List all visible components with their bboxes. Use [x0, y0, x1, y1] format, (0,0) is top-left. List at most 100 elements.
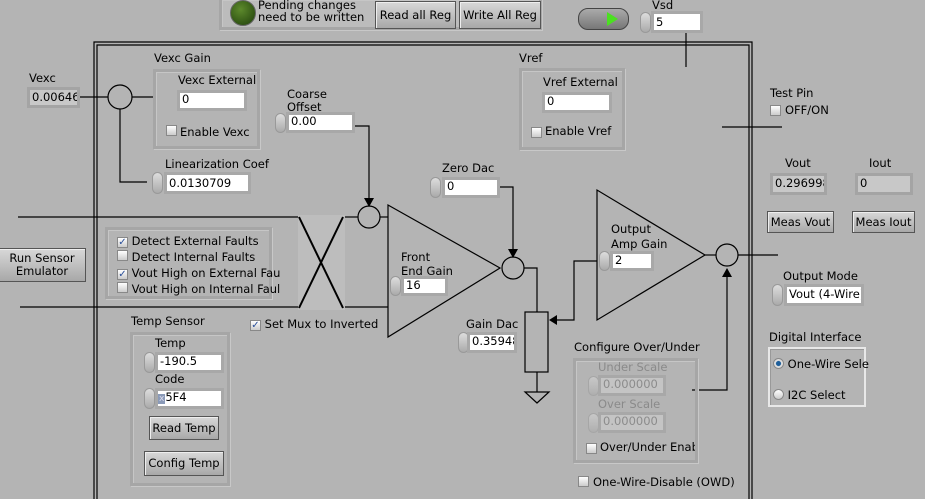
test-pin-checkbox[interactable] — [770, 105, 781, 116]
output-mode-select[interactable]: Vout (4-Wire) — [784, 284, 864, 306]
run-sensor-emulator-button[interactable]: Run Sensor Emulator — [0, 248, 86, 282]
temp-sensor-label: Temp Sensor — [131, 314, 205, 328]
vref-label: Vref — [519, 51, 543, 65]
vexc-label: Vexc — [29, 71, 56, 85]
fault-option-1[interactable]: Detect Internal Faults — [117, 250, 255, 264]
fault-option-2[interactable]: ✓ Vout High on External Fau — [117, 266, 280, 280]
radio-i2c[interactable]: I2C Select — [773, 388, 846, 402]
test-pin-label: Test Pin — [770, 86, 814, 100]
output-amp-gain-label-1: Output — [611, 222, 651, 236]
enable-vexc-checkbox[interactable] — [166, 125, 177, 136]
vref-external-input[interactable]: 0 — [542, 92, 612, 113]
temp-label: Temp — [155, 336, 186, 350]
fault-label: Vout High on Internal Faul — [131, 282, 281, 296]
vexc-gain-label: Vexc Gain — [154, 51, 211, 65]
write-all-reg-button[interactable]: Write All Reg — [459, 1, 541, 29]
zero-dac-spinner[interactable] — [430, 177, 441, 198]
fault-option-0[interactable]: ✓ Detect External Faults — [117, 234, 259, 248]
under-scale-label: Under Scale — [598, 360, 668, 374]
pending-text-line1: Pending changes — [258, 0, 356, 12]
vsd-label: Vsd — [652, 0, 674, 12]
over-under-enable-label: Over/Under Enabl — [600, 440, 695, 454]
pending-text-line2: need to be written — [258, 10, 365, 24]
enable-vexc-label: Enable Vexc — [180, 125, 250, 139]
vref-external-label: Vref External — [543, 75, 618, 89]
coarse-offset-label: Coarse Offset — [287, 88, 327, 113]
over-under-panel — [573, 358, 698, 463]
fault-label: Vout High on External Fau — [131, 266, 281, 280]
radio-label: I2C Select — [787, 388, 846, 402]
enable-vref-label: Enable Vref — [545, 124, 612, 138]
config-temp-button[interactable]: Config Temp — [144, 451, 224, 476]
code-input[interactable]: x5F4 — [155, 388, 224, 409]
run-toggle-button[interactable] — [578, 8, 629, 30]
radio-selected-icon[interactable] — [773, 358, 784, 369]
fault-label: Detect Internal Faults — [131, 250, 256, 264]
set-mux-label: Set Mux to Inverted — [264, 317, 379, 331]
output-amp-gain-spinner[interactable] — [599, 251, 610, 271]
zero-dac-input[interactable]: 0 — [442, 177, 500, 198]
fault-label: Detect External Faults — [131, 234, 259, 248]
radio-label: One-Wire Sele — [787, 357, 869, 371]
temp-spinner[interactable] — [144, 352, 155, 373]
output-mode-spinner[interactable] — [772, 284, 783, 306]
front-end-gain-label-2: End Gain — [401, 264, 453, 276]
meas-iout-button[interactable]: Meas Iout — [852, 211, 915, 233]
enable-vref-checkbox[interactable] — [531, 127, 542, 138]
meas-vout-button[interactable]: Meas Vout — [767, 211, 834, 233]
code-label: Code — [155, 372, 185, 386]
vsd-spinner[interactable] — [640, 12, 651, 33]
fault-checkbox[interactable]: ✓ — [117, 269, 128, 280]
owd-checkbox[interactable] — [578, 476, 589, 487]
over-under-enable-checkbox[interactable] — [586, 443, 597, 454]
vsd-input[interactable]: 5 — [651, 11, 703, 33]
digital-interface-group — [768, 347, 866, 407]
under-scale-input: 0.000000 — [598, 375, 666, 396]
vexc-external-input[interactable]: 0 — [177, 90, 247, 111]
code-spinner[interactable] — [144, 388, 155, 409]
radio-one-wire[interactable]: One-Wire Sele — [773, 357, 869, 371]
fault-checkbox[interactable]: ✓ — [117, 237, 128, 248]
gain-dac-label: Gain Dac — [466, 317, 519, 331]
fault-checkbox[interactable] — [117, 250, 128, 261]
vout-label: Vout — [785, 156, 811, 170]
hex-radix-prefix: x — [158, 394, 166, 404]
vexc-external-label: Vexc External — [178, 73, 257, 87]
gain-dac-input[interactable]: 0.35948 — [467, 332, 517, 353]
owd-label: One-Wire-Disable (OWD) — [593, 475, 735, 489]
set-mux-checkbox[interactable]: ✓ — [250, 320, 261, 331]
fault-checkbox[interactable] — [117, 282, 128, 293]
zero-dac-label: Zero Dac — [442, 161, 495, 175]
linearization-coef-label: Linearization Coef — [165, 157, 269, 171]
linearization-coef-input[interactable]: 0.0130709 — [164, 172, 251, 194]
iout-indicator: 0 — [855, 173, 913, 195]
output-mode-label: Output Mode — [783, 269, 858, 283]
read-all-reg-button[interactable]: Read all Reg — [375, 1, 456, 29]
radio-unselected-icon[interactable] — [773, 389, 784, 400]
vexc-indicator: 0.006461 — [27, 87, 80, 108]
iout-label: Iout — [869, 156, 892, 170]
front-end-gain-spinner[interactable] — [390, 276, 401, 296]
temp-input[interactable]: -190.5 — [155, 352, 224, 373]
coarse-offset-spinner[interactable] — [275, 113, 286, 133]
set-mux-inverted[interactable]: ✓ Set Mux to Inverted — [250, 317, 378, 331]
code-value: 5F4 — [165, 390, 187, 404]
configure-over-under-label: Configure Over/Under — [574, 340, 700, 354]
output-amp-gain-label-2: Amp Gain — [611, 237, 668, 251]
fault-options-panel — [105, 227, 272, 299]
read-temp-button[interactable]: Read Temp — [149, 416, 219, 440]
front-end-gain-input[interactable]: 16 — [401, 276, 448, 296]
fault-option-3[interactable]: Vout High on Internal Faul — [117, 282, 280, 297]
front-end-gain-label-1: Front — [401, 250, 431, 264]
temp-sensor-panel — [130, 332, 230, 486]
over-scale-input: 0.000000 — [598, 412, 666, 433]
over-scale-label: Over Scale — [598, 397, 661, 411]
linearization-coef-spinner[interactable] — [152, 172, 163, 194]
coarse-offset-input[interactable]: 0.00 — [286, 112, 355, 133]
vexc-gain-panel — [153, 69, 260, 149]
output-amp-gain-input[interactable]: 2 — [610, 251, 654, 271]
